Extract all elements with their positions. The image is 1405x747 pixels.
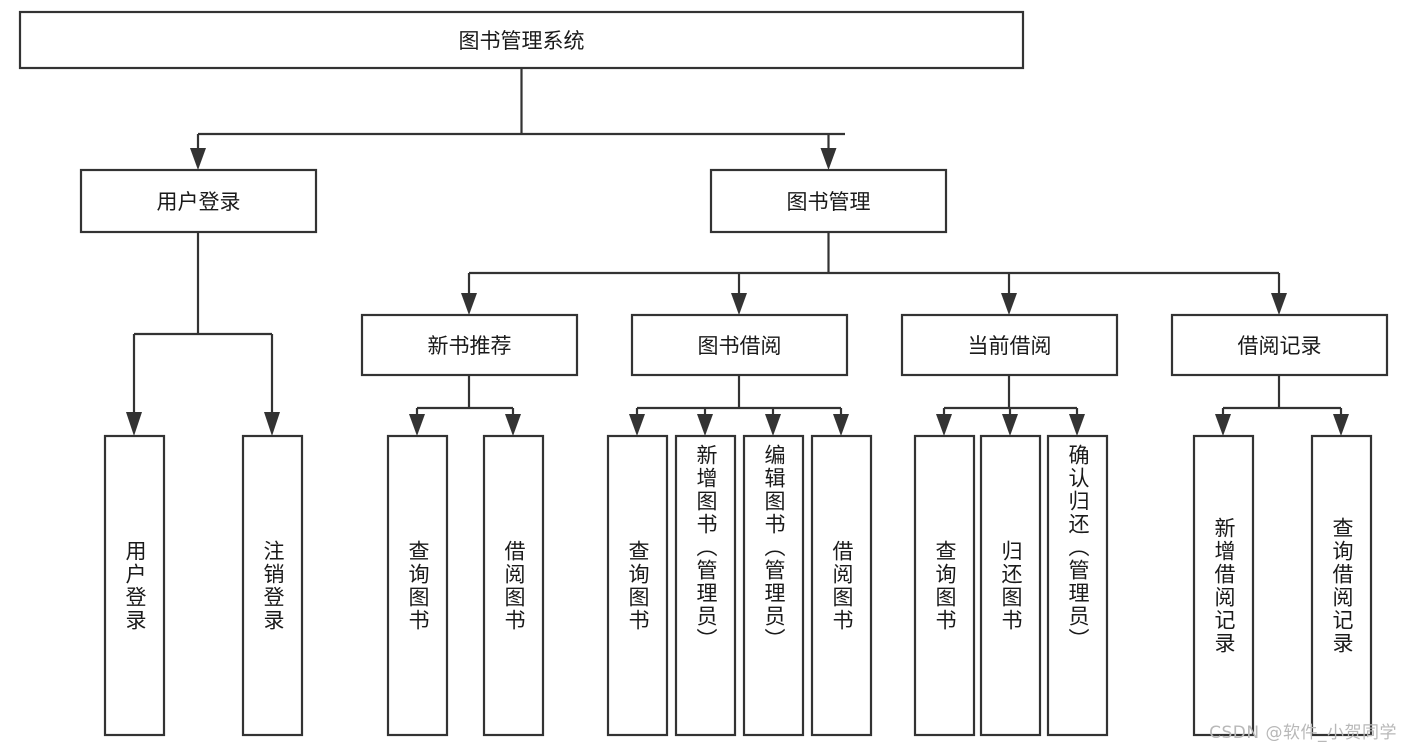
node-leaf-query-book-1-box[interactable] (386, 434, 449, 737)
connector-group-user-login (126, 232, 280, 436)
arrowhead-book-manage (820, 148, 837, 170)
node-book-manage-label: 图书管理 (787, 190, 871, 214)
connector-group-current-borrow (936, 375, 1085, 436)
node-current-borrow-box[interactable] (900, 313, 1119, 377)
node-borrow-record-label: 借阅记录 (1238, 334, 1322, 358)
node-user-login-label: 用户登录 (157, 190, 241, 214)
node-root-box[interactable] (18, 10, 1025, 70)
node-borrow-record-box[interactable] (1170, 313, 1389, 377)
node-leaf-add-book-box[interactable] (674, 434, 737, 737)
node-leaf-return-book-box[interactable] (979, 434, 1042, 737)
arrowhead-leaf-add-record (1215, 414, 1231, 436)
node-new-book-rec[interactable]: 新书推荐 (360, 313, 579, 377)
arrowhead-book-borrow (731, 293, 747, 315)
node-leaf-confirm-return-box[interactable] (1046, 434, 1109, 737)
arrowhead-leaf-user-login (126, 412, 142, 436)
node-leaf-query-book-3-box[interactable] (913, 434, 976, 737)
node-book-borrow-box[interactable] (630, 313, 849, 377)
node-root[interactable]: 图书管理系统 (18, 10, 1025, 70)
arrowhead-leaf-add-book (697, 414, 713, 436)
arrowhead-leaf-borrow-book-2 (833, 414, 849, 436)
arrowhead-user-login (190, 148, 206, 170)
node-book-manage[interactable]: 图书管理 (709, 168, 948, 234)
node-leaf-query-book-2-box[interactable] (606, 434, 669, 737)
arrowhead-leaf-query-book-2 (629, 414, 645, 436)
node-new-book-rec-box[interactable] (360, 313, 579, 377)
node-user-login-box[interactable] (79, 168, 318, 234)
arrowhead-leaf-query-book-3 (936, 414, 952, 436)
arrowhead-leaf-query-book-1 (409, 414, 425, 436)
node-current-borrow[interactable]: 当前借阅 (900, 313, 1119, 377)
node-book-borrow[interactable]: 图书借阅 (630, 313, 849, 377)
node-user-login[interactable]: 用户登录 (79, 168, 318, 234)
watermark-text: CSDN @软件_小贺同学 (1209, 723, 1397, 743)
arrowhead-leaf-edit-book (765, 414, 781, 436)
connector-group-borrow-record (1215, 375, 1349, 436)
connector-group-root (190, 68, 845, 170)
node-new-book-rec-label: 新书推荐 (428, 334, 512, 358)
node-leaf-add-record-box[interactable] (1192, 434, 1255, 737)
node-book-borrow-label: 图书借阅 (698, 334, 782, 358)
arrowhead-leaf-query-record (1333, 414, 1349, 436)
arrowhead-leaf-borrow-book-1 (505, 414, 521, 436)
arrowhead-new-book-rec (461, 293, 477, 315)
node-book-manage-box[interactable] (709, 168, 948, 234)
node-leaf-logout-box[interactable] (241, 434, 304, 737)
arrowhead-leaf-logout (264, 412, 280, 436)
node-leaf-borrow-book-1-box[interactable] (482, 434, 545, 737)
arrowhead-current-borrow (1001, 293, 1017, 315)
node-current-borrow-label: 当前借阅 (968, 334, 1052, 358)
node-leaf-query-record-box[interactable] (1310, 434, 1373, 737)
node-leaf-borrow-book-2-box[interactable] (810, 434, 873, 737)
node-borrow-record[interactable]: 借阅记录 (1170, 313, 1389, 377)
connector-group-new-book-rec (409, 375, 521, 436)
connector-group-book-borrow (629, 375, 849, 436)
node-root-label: 图书管理系统 (459, 29, 585, 53)
arrowhead-leaf-return-book (1002, 414, 1018, 436)
connector-group-book-manage (461, 232, 1287, 315)
node-leaf-edit-book-box[interactable] (742, 434, 805, 737)
arrowhead-borrow-record (1271, 293, 1287, 315)
node-leaf-user-login-box[interactable] (103, 434, 166, 737)
arrowhead-leaf-confirm-return (1069, 414, 1085, 436)
